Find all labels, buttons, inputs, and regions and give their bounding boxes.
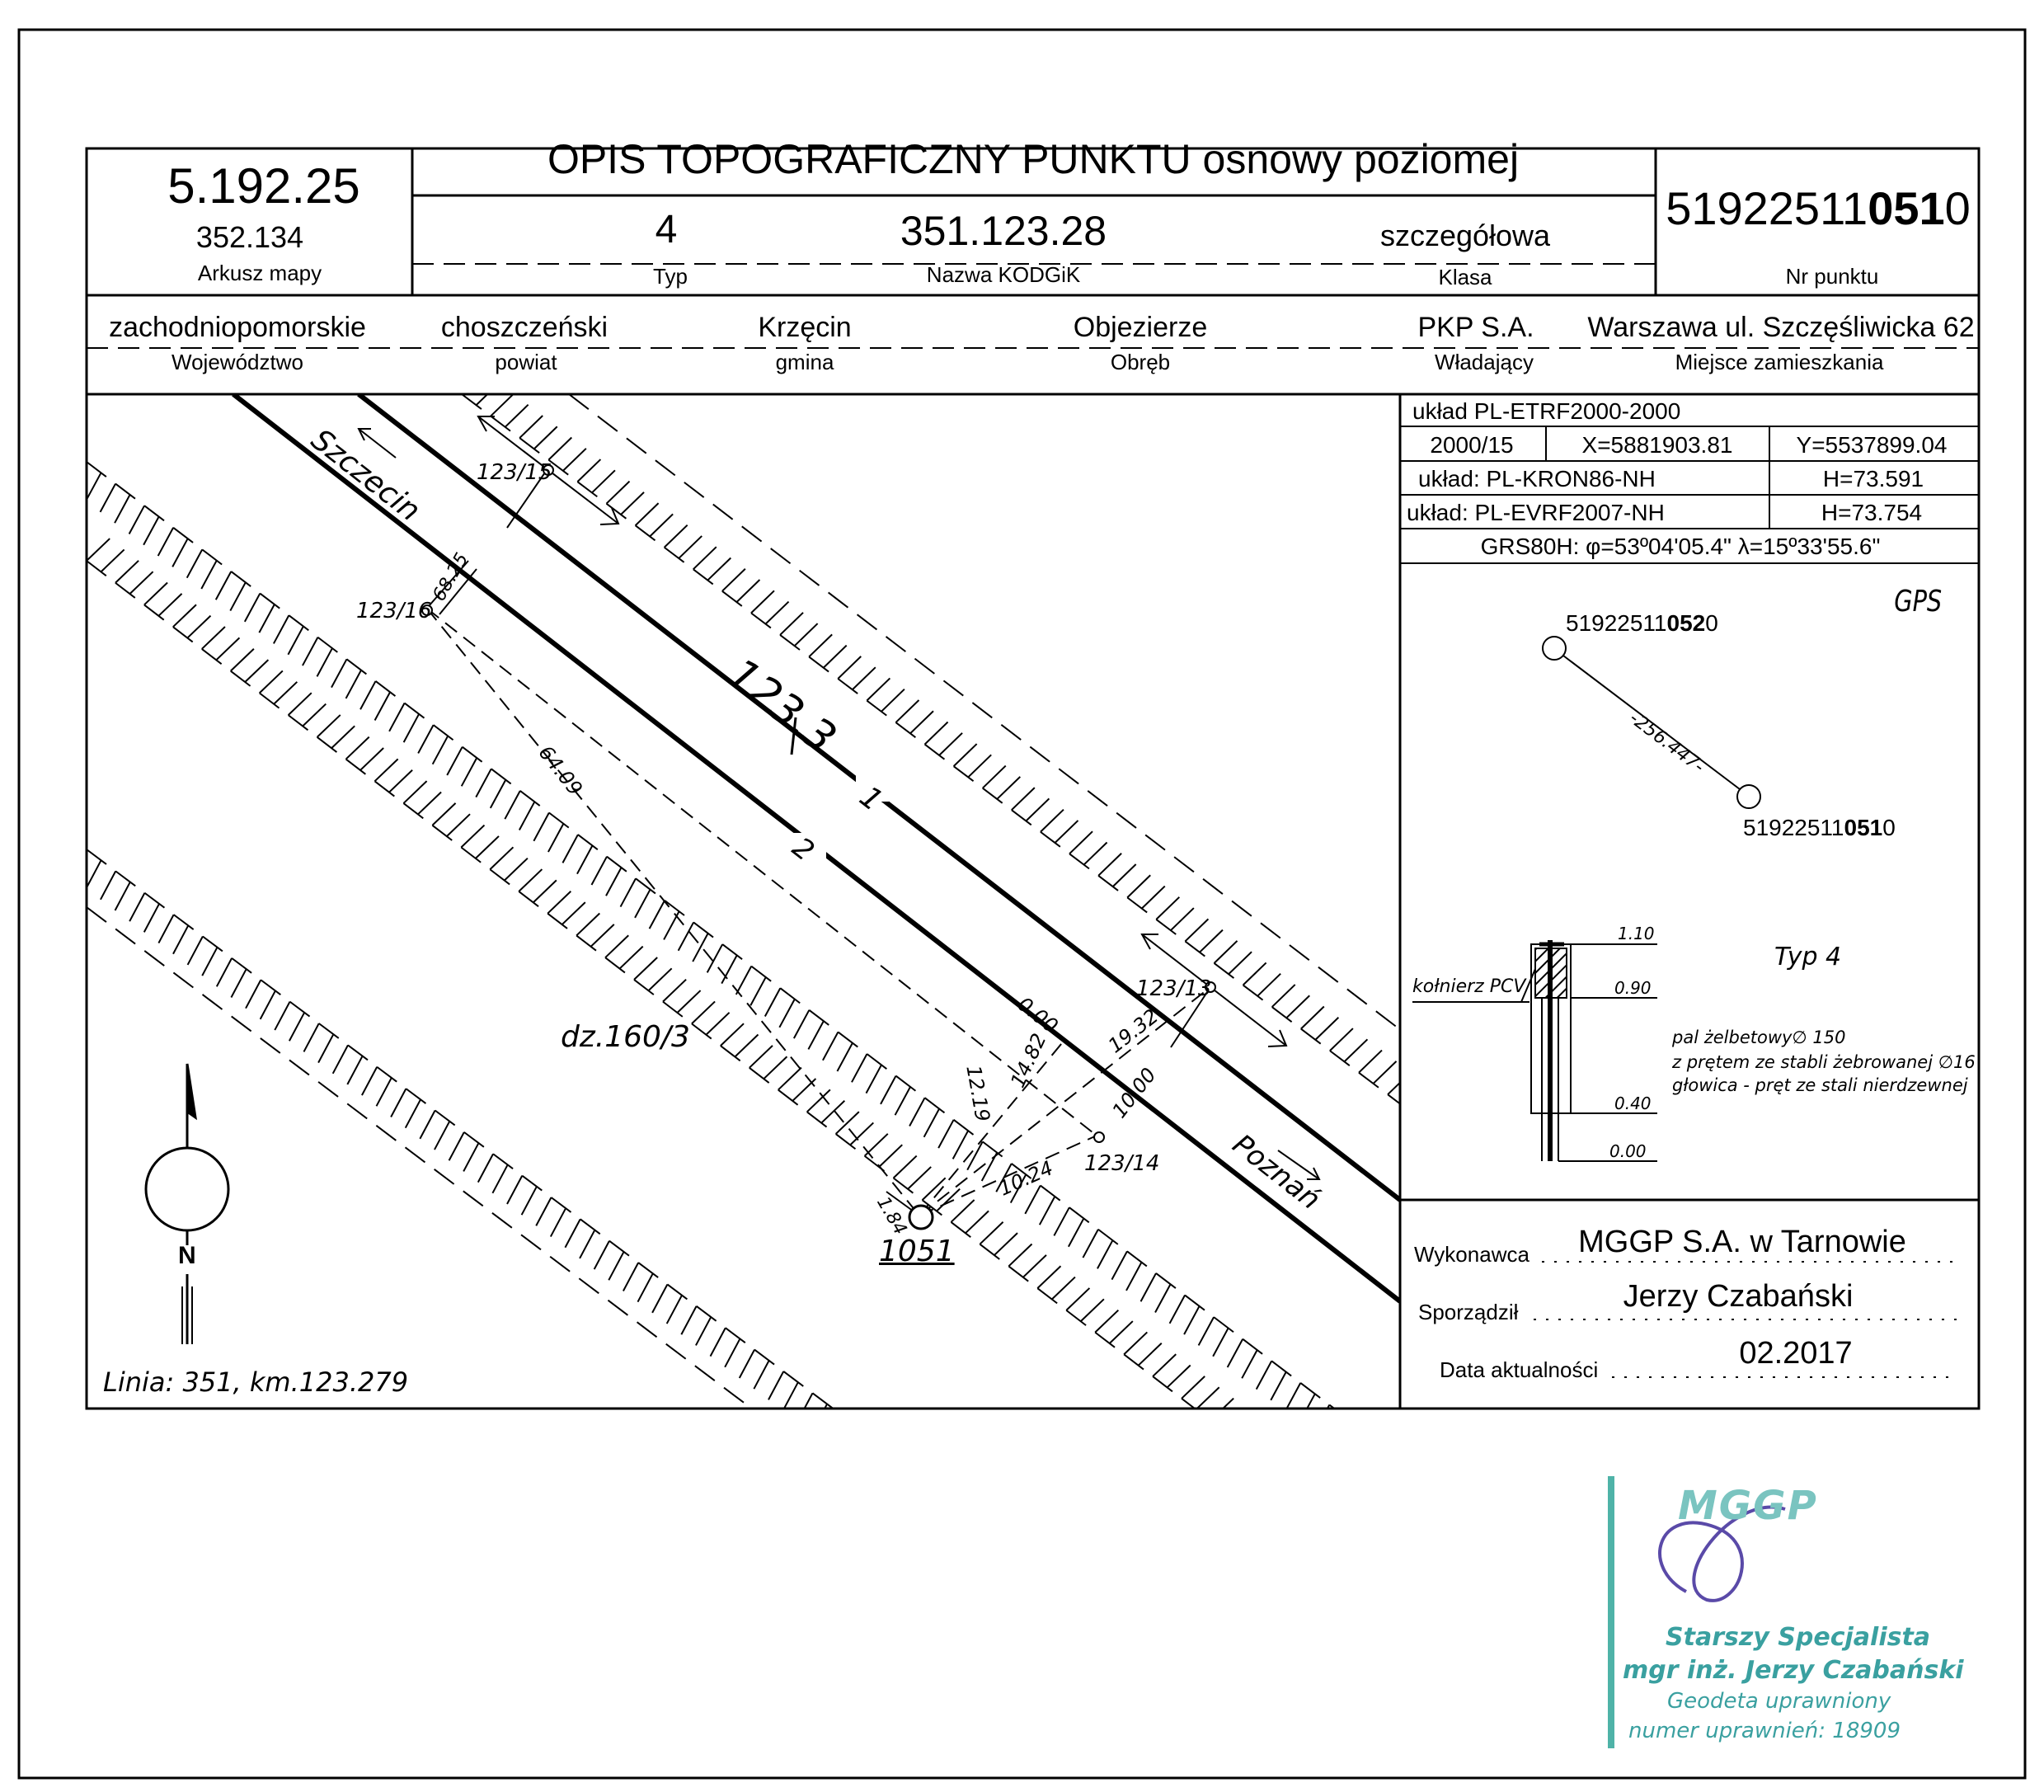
parcel-label: dz.160/3 [561, 1020, 690, 1054]
gps-point-a-suffix: 0 [1705, 610, 1718, 636]
mark-flange-label: kołnierz PCV [1412, 976, 1526, 997]
voivodeship-label: Województwo [172, 350, 303, 374]
commune-label: gmina [775, 350, 834, 374]
kodgik-value: 351.123.28 [900, 208, 1107, 254]
class-label: Klasa [1438, 265, 1492, 289]
point-number: 519225110510 [1666, 186, 1971, 232]
point-number-prefix: 51922511 [1666, 182, 1868, 234]
point-123-13-marker [1205, 981, 1216, 993]
point-123-16-label: 123/16 [356, 599, 432, 623]
stamp-line-3: Geodeta uprawniony [1667, 1689, 1891, 1714]
gps-point-b-prefix: 51922511 [1743, 815, 1844, 840]
map-sheet-main: 5.192.25 [167, 158, 360, 214]
coord-system-etrf: układ PL-ETRF2000-2000 [1412, 398, 1681, 424]
gps-point-a: 519225110520 [1566, 612, 1718, 635]
point-123-15-label: 123/15 [477, 460, 552, 485]
map-sheet-sub: 352.134 [195, 220, 304, 254]
mark-description-2: z prętem ze stabli żebrowanej ∅16 [1672, 1052, 1976, 1072]
coord-y: Y=5537899.04 [1796, 432, 1948, 458]
gps-diagram [1542, 636, 1761, 809]
precinct-label: Obręb [1110, 350, 1171, 374]
prepared-by-label: Sporządził [1418, 1300, 1519, 1324]
north-label: N [178, 1242, 196, 1269]
page-title: OPIS TOPOGRAFICZNY PUNKTU osnowy poziome… [547, 136, 1520, 182]
surveyor-stamp: MGGP Starszy Specjalista mgr inż. Jerzy … [1608, 1476, 1964, 1757]
mark-description-1: pal żelbetowy∅ 150 [1672, 1028, 1846, 1047]
stamp-line-2: mgr inż. Jerzy Czabański [1623, 1656, 1964, 1685]
class-value: szczegółowa [1379, 219, 1551, 252]
gps-point-a-prefix: 51922511 [1566, 610, 1667, 636]
grs80-coordinates: GRS80H: φ=53º04'05.4" λ=15º33'55.6" [1480, 534, 1881, 559]
owner-value: PKP S.A. [1417, 312, 1534, 343]
stamp-graphics [1608, 1476, 1786, 1748]
residence-value: Warszawa ul. Szczęśliwicka 62 [1587, 312, 1975, 343]
north-arrow [144, 1063, 230, 1344]
mark-level-4: 0.00 [1609, 1141, 1647, 1161]
owner-label: Władający [1435, 350, 1534, 374]
contractor-label: Wykonawca [1414, 1242, 1529, 1267]
kodgik-label: Nazwa KODGiK [926, 262, 1081, 287]
evrf-height: H=73.754 [1821, 500, 1923, 525]
map-sheet-label: Arkusz mapy [197, 261, 322, 285]
mark-type-label: Typ 4 [1774, 943, 1842, 971]
type-label: Typ [653, 264, 688, 289]
gps-point-b-bold: 051 [1844, 815, 1883, 840]
mark-description-3: głowica - pręt ze stali nierdzewnej [1672, 1075, 1968, 1095]
kron-height: H=73.591 [1822, 466, 1924, 492]
point-123-13-label: 123/13 [1136, 976, 1212, 1001]
mark-level-3: 0.40 [1614, 1094, 1652, 1113]
stamp-line-1: Starszy Specjalista [1666, 1623, 1931, 1652]
control-point-id: 1051 [879, 1235, 955, 1268]
point-123-14-label: 123/14 [1084, 1151, 1160, 1176]
point-number-suffix: 0 [1944, 182, 1971, 234]
mark-level-2: 0.90 [1614, 978, 1652, 998]
gps-point-b-suffix: 0 [1882, 815, 1896, 840]
gps-point-a-bold: 052 [1666, 610, 1706, 636]
coord-zone: 2000/15 [1430, 432, 1514, 458]
control-point-marker [908, 1204, 934, 1230]
mark-construction-drawing [1412, 940, 1657, 1162]
type-value: 4 [655, 208, 678, 252]
mark-level-1: 1.10 [1618, 924, 1655, 943]
voivodeship-value: zachodniopomorskie [109, 312, 366, 343]
evrf-system-label: układ: PL-EVRF2007-NH [1407, 500, 1665, 525]
update-date-label: Data aktualności [1440, 1357, 1599, 1382]
point-number-bold: 051 [1868, 182, 1945, 234]
line-info: Linia: 351, km.123.279 [103, 1366, 409, 1398]
gps-point-b: 519225110510 [1743, 816, 1896, 840]
county-label: powiat [495, 350, 557, 374]
update-date-value: 02.2017 [1739, 1336, 1853, 1371]
county-value: choszczeński [440, 312, 609, 343]
point-number-label: Nr punktu [1785, 264, 1879, 289]
stamp-logo: MGGP [1678, 1483, 1818, 1529]
coord-x: X=5881903.81 [1581, 432, 1733, 458]
prepared-by-value: Jerzy Czabański [1623, 1279, 1854, 1314]
contractor-value: MGGP S.A. w Tarnowie [1578, 1225, 1906, 1259]
stamp-line-4: numer uprawnień: 18909 [1628, 1719, 1901, 1743]
point-123-16-marker [421, 604, 433, 616]
residence-label: Miejsce zamieszkania [1675, 350, 1884, 374]
point-123-14-marker [1093, 1131, 1105, 1143]
gps-label: GPS [1894, 585, 1943, 618]
precinct-value: Objezierze [1073, 312, 1208, 343]
kron-system-label: układ: PL-KRON86-NH [1418, 466, 1656, 492]
commune-value: Krzęcin [758, 312, 852, 343]
point-123-15-marker [543, 464, 554, 476]
